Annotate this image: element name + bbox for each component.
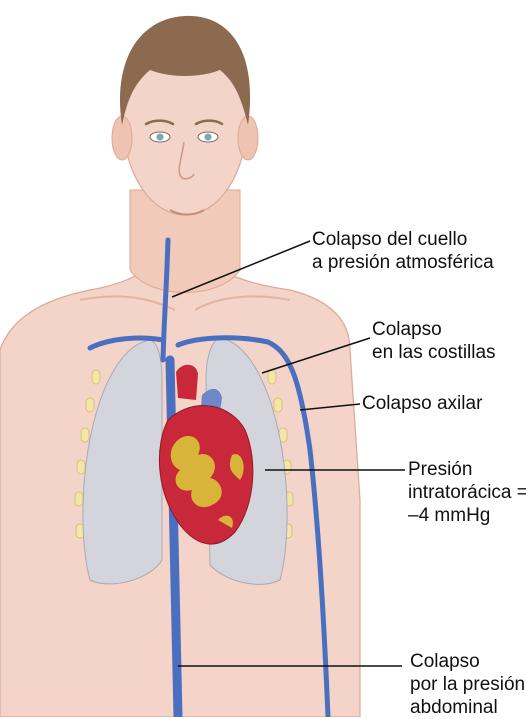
label-abdominal-line3: abdominal: [410, 696, 525, 719]
label-ribs-collapse: Colapso en las costillas: [372, 318, 496, 364]
label-abdominal-line1: Colapso: [410, 650, 525, 673]
label-intrathoracic-line1: Presión: [408, 458, 526, 481]
label-intrathoracic-line2: intratorácica =: [408, 481, 526, 504]
label-ribs-line1: Colapso: [372, 318, 496, 341]
label-intrathoracic-pressure: Presión intratorácica = –4 mmHg: [408, 458, 526, 527]
label-axillary-line1: Colapso axilar: [362, 392, 482, 415]
left-iris: [157, 134, 164, 141]
label-neck-line1: Colapso del cuello: [312, 228, 494, 251]
label-intrathoracic-line3: –4 mmHg: [408, 504, 526, 527]
label-neck-collapse: Colapso del cuello a presión atmosférica: [312, 228, 494, 274]
label-abdominal-line2: por la presión: [410, 673, 525, 696]
label-ribs-line2: en las costillas: [372, 341, 496, 364]
label-axillary-collapse: Colapso axilar: [362, 392, 482, 415]
label-neck-line2: a presión atmosférica: [312, 251, 494, 274]
label-abdominal-collapse: Colapso por la presión abdominal: [410, 650, 525, 719]
right-iris: [205, 134, 212, 141]
